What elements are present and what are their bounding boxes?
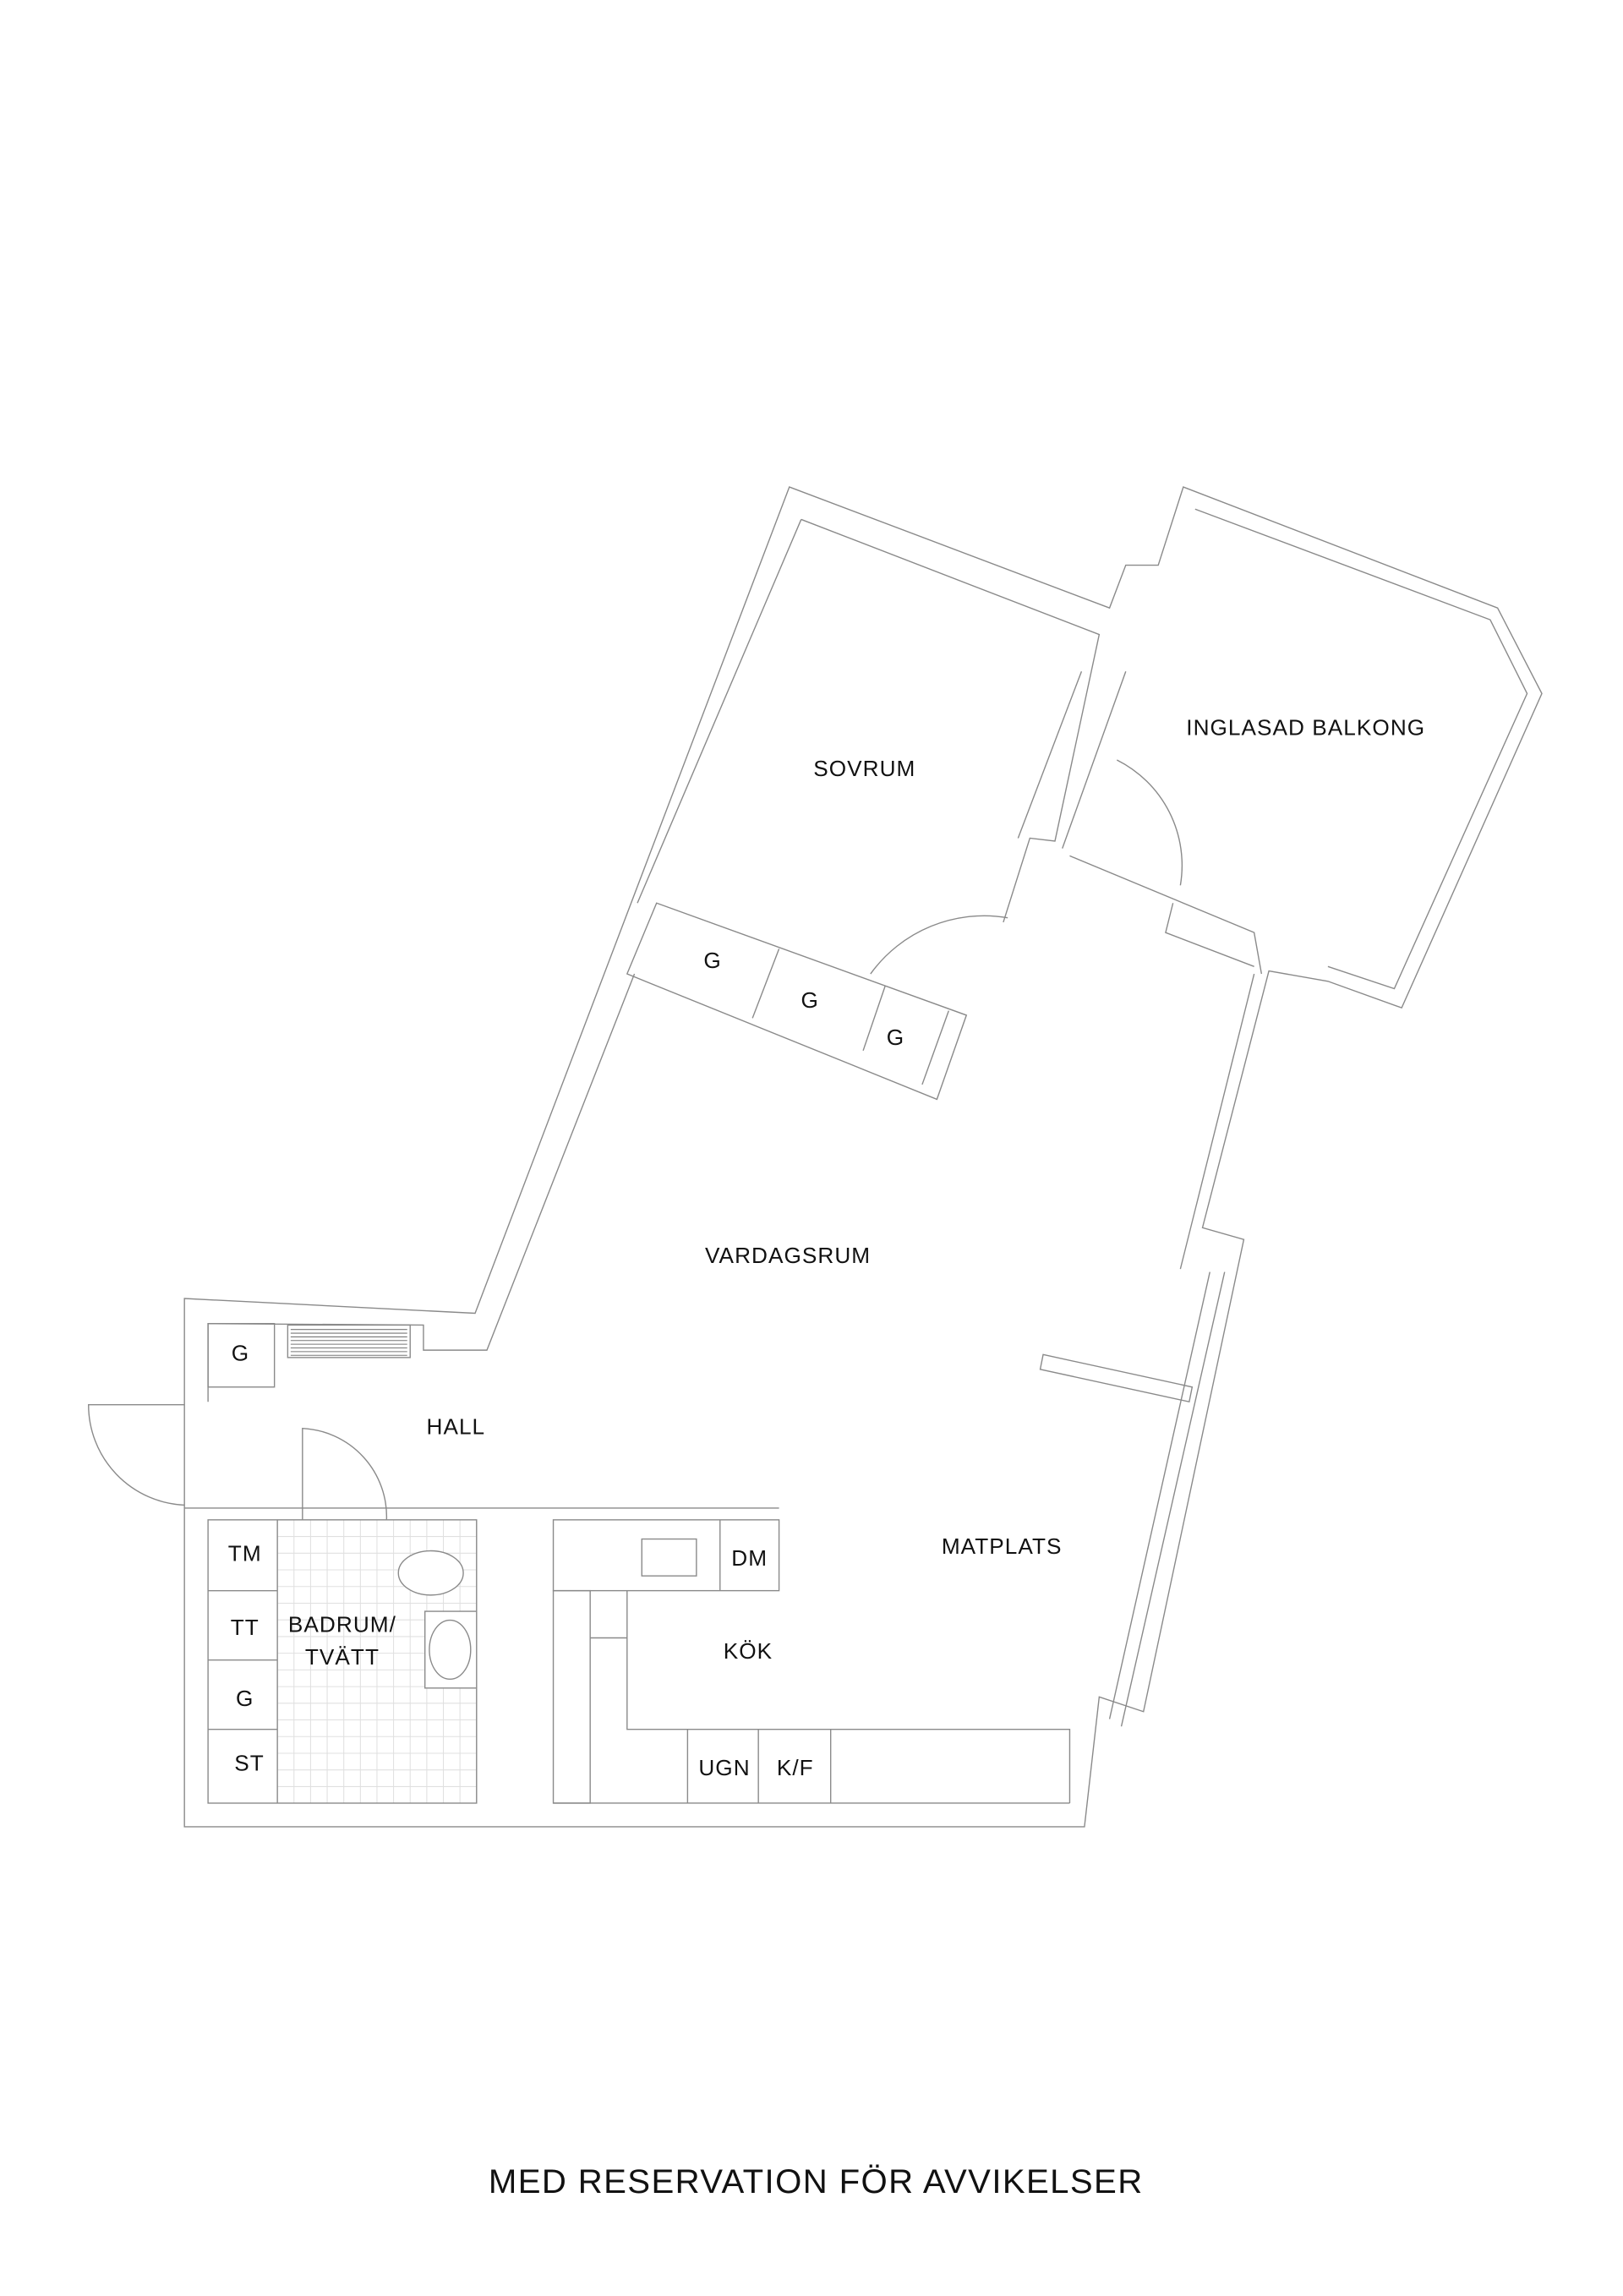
wardrobe-strip bbox=[626, 902, 968, 1101]
inner-wall bbox=[637, 519, 802, 904]
disclaimer: MED RESERVATION FÖR AVVIKELSER bbox=[489, 2162, 1144, 2200]
kitchen-counter-left bbox=[552, 1589, 591, 1804]
hall-wardrobe bbox=[207, 1323, 276, 1388]
inner-wall bbox=[801, 518, 1101, 923]
balcony-wall bbox=[1069, 855, 1263, 975]
balcony-window bbox=[1017, 670, 1083, 839]
room-label-hall: HALL bbox=[427, 1414, 486, 1440]
sink-icon bbox=[424, 1610, 478, 1689]
fixture-tm: TM bbox=[228, 1541, 262, 1566]
toilet-icon bbox=[397, 1550, 464, 1596]
window bbox=[1108, 1271, 1210, 1719]
room-label-living: VARDAGSRUM bbox=[705, 1243, 871, 1268]
fixture-fridge: K/F bbox=[777, 1755, 814, 1780]
window bbox=[1120, 1271, 1226, 1727]
right-wall bbox=[1179, 973, 1255, 1270]
fixture-tt: TT bbox=[231, 1615, 260, 1640]
fixture-wardrobe: G bbox=[703, 948, 721, 973]
divider bbox=[862, 985, 886, 1052]
partition-wall bbox=[1039, 1353, 1194, 1403]
bedroom-door[interactable] bbox=[870, 915, 1008, 975]
fixture-st: ST bbox=[234, 1751, 265, 1776]
balcony-wall bbox=[1165, 903, 1254, 967]
fixture-hall-wardrobe: G bbox=[232, 1340, 249, 1365]
balcony-door[interactable] bbox=[1116, 759, 1183, 886]
balcony-inner bbox=[1194, 508, 1528, 990]
kitchen-counter-top bbox=[552, 1519, 780, 1592]
fixture-g: G bbox=[236, 1686, 254, 1711]
inner-wall bbox=[207, 973, 636, 1402]
radiator bbox=[287, 1324, 411, 1358]
entrance-door[interactable] bbox=[88, 1404, 185, 1506]
outer-wall bbox=[183, 486, 1543, 1828]
fixture-wardrobe: G bbox=[887, 1025, 904, 1050]
fixture-wardrobe: G bbox=[801, 987, 819, 1013]
divider bbox=[921, 1010, 949, 1085]
room-label-sovrum: SOVRUM bbox=[813, 756, 915, 781]
sink-basin bbox=[429, 1619, 472, 1681]
divider bbox=[751, 948, 780, 1019]
sink-icon bbox=[641, 1538, 697, 1577]
fixture-dm: DM bbox=[731, 1545, 768, 1571]
room-label-bathroom-2: TVÄTT bbox=[305, 1644, 380, 1670]
bathroom-door[interactable] bbox=[302, 1427, 388, 1520]
room-label-balcony: INGLASAD BALKONG bbox=[1186, 714, 1425, 740]
room-label-bathroom: BADRUM/ bbox=[288, 1612, 396, 1637]
fixture-oven: UGN bbox=[698, 1755, 750, 1780]
room-label-dining: MATPLATS bbox=[942, 1533, 1063, 1559]
room-label-kitchen: KÖK bbox=[724, 1638, 773, 1664]
balcony-window bbox=[1062, 670, 1127, 849]
